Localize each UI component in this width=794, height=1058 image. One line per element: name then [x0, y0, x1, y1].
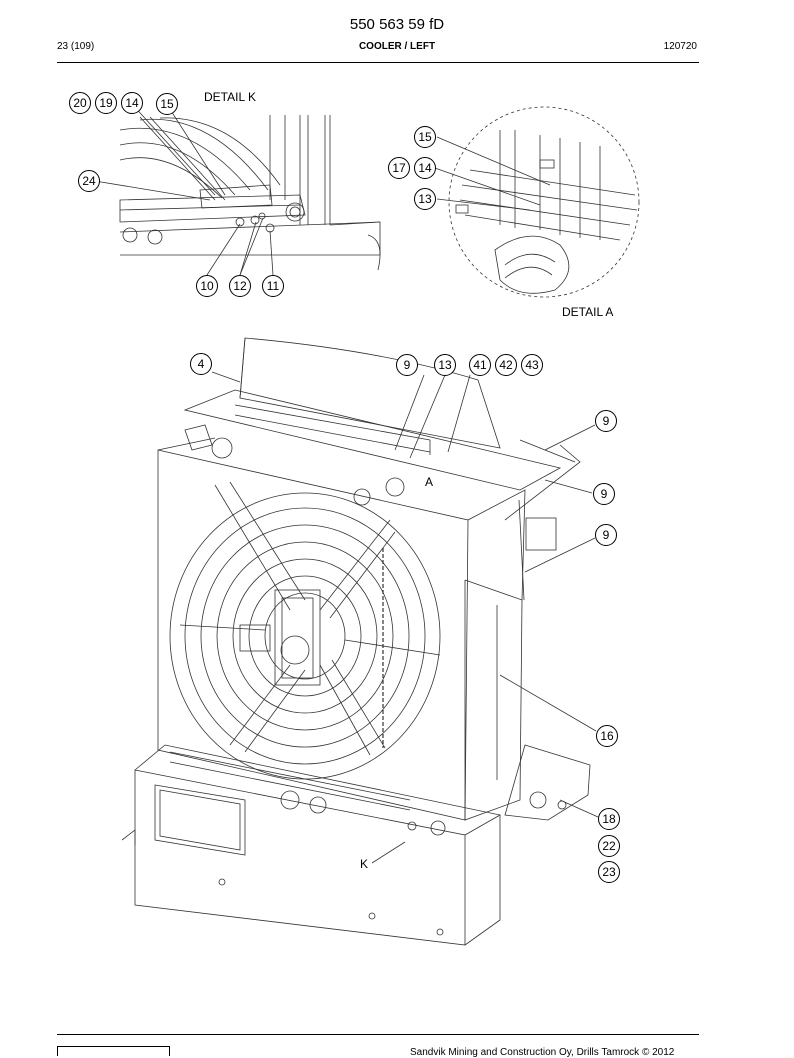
callout-14: 14: [414, 157, 436, 179]
page-title: COOLER / LEFT: [358, 41, 436, 52]
document-number: 550 563 59 fD: [349, 16, 445, 33]
detail-k-label: DETAIL K: [204, 90, 257, 104]
cooler-assembly: [121, 337, 599, 946]
callout-13: 13: [414, 188, 436, 210]
callout-14: 14: [121, 92, 143, 114]
revision-date: 120720: [663, 41, 697, 52]
callout-9: 9: [595, 410, 617, 432]
callout-12: 12: [229, 275, 251, 297]
callout-17: 17: [388, 157, 410, 179]
header-rule: [57, 62, 699, 63]
callout-11: 11: [262, 275, 284, 297]
callout-15: 15: [156, 93, 178, 115]
callout-42: 42: [495, 354, 517, 376]
callout-9: 9: [396, 354, 418, 376]
footer-rule: [57, 1034, 699, 1035]
callout-24: 24: [78, 170, 100, 192]
view-k-marker: K: [360, 857, 369, 871]
callout-41: 41: [469, 354, 491, 376]
callout-13: 13: [434, 354, 456, 376]
callout-23: 23: [598, 861, 620, 883]
sandvik-logo: [57, 1046, 170, 1056]
callout-18: 18: [598, 808, 620, 830]
detail-a-view: [431, 106, 640, 298]
callout-20: 20: [69, 92, 91, 114]
detail-k-view: [88, 102, 381, 276]
detail-a-label: DETAIL A: [562, 305, 614, 319]
callout-22: 22: [598, 835, 620, 857]
callout-19: 19: [95, 92, 117, 114]
page-number: 23 (109): [57, 41, 95, 52]
callout-4: 4: [190, 353, 212, 375]
callout-43: 43: [521, 354, 543, 376]
callout-15: 15: [414, 126, 436, 148]
view-a-marker: A: [425, 475, 434, 489]
callout-16: 16: [596, 725, 618, 747]
callout-9: 9: [593, 483, 615, 505]
callout-10: 10: [196, 275, 218, 297]
callout-9: 9: [595, 524, 617, 546]
